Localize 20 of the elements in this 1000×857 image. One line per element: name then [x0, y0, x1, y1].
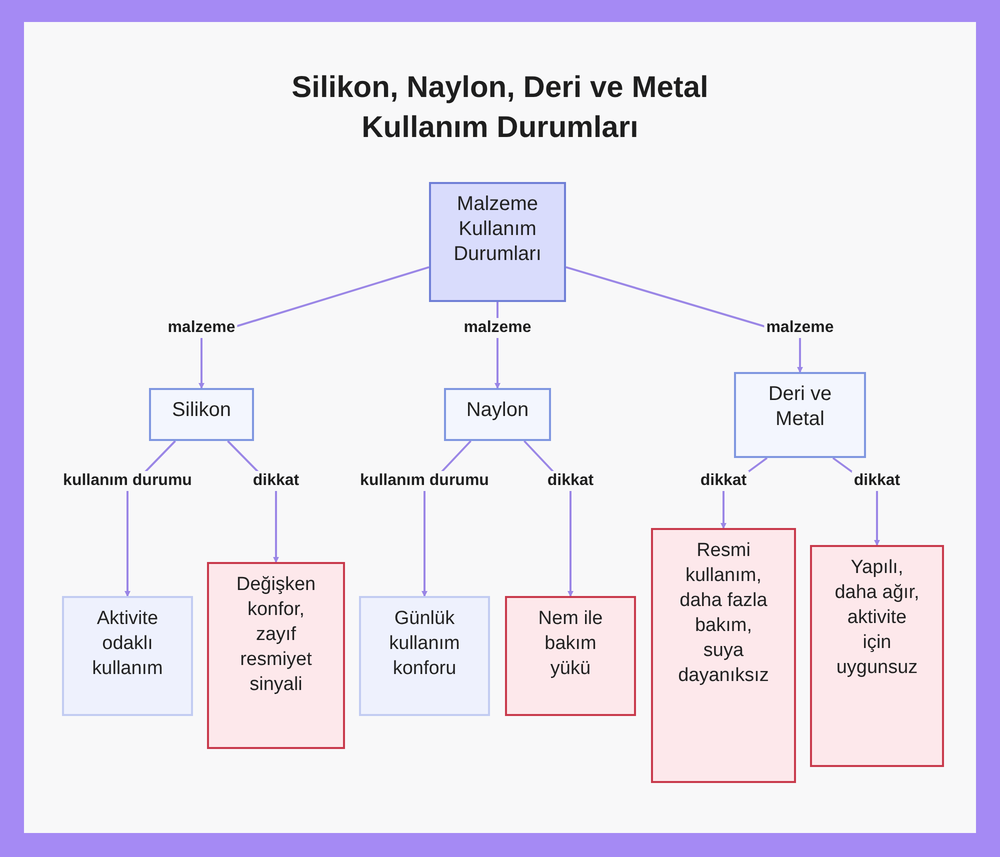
- diagram-title: Silikon, Naylon, Deri ve Metal Kullanım Durumları: [290, 70, 710, 146]
- edge-label: malzeme: [462, 318, 534, 338]
- edge-label: dikkat: [545, 471, 596, 491]
- category-box: Silikon: [149, 388, 254, 441]
- edge-label: dikkat: [852, 471, 902, 491]
- use-case-box: Günlük kullanım konforu: [359, 596, 490, 716]
- category-box: Naylon: [444, 388, 551, 441]
- edge-label: dikkat: [698, 471, 749, 491]
- edge-label: kullanım durumu: [358, 471, 491, 491]
- edge-label: malzeme: [764, 318, 836, 338]
- category-box: Deri ve Metal: [734, 372, 866, 458]
- caution-box: Nem ile bakım yükü: [505, 596, 636, 716]
- edge-label: malzeme: [166, 318, 238, 338]
- caution-box: Resmi kullanım, daha fazla bakım, suya dayanıksız: [651, 528, 796, 783]
- edge-label: dikkat: [250, 471, 302, 491]
- edge-label: kullanım durumu: [61, 471, 194, 491]
- caution-box: Değişken konfor, zayıf resmiyet sinyali: [207, 562, 345, 749]
- caution-box: Yapılı, daha ağır, aktivite için uygunsuz: [810, 545, 944, 767]
- root-box: Malzeme Kullanım Durumları: [429, 182, 566, 302]
- use-case-box: Aktivite odaklı kullanım: [62, 596, 193, 716]
